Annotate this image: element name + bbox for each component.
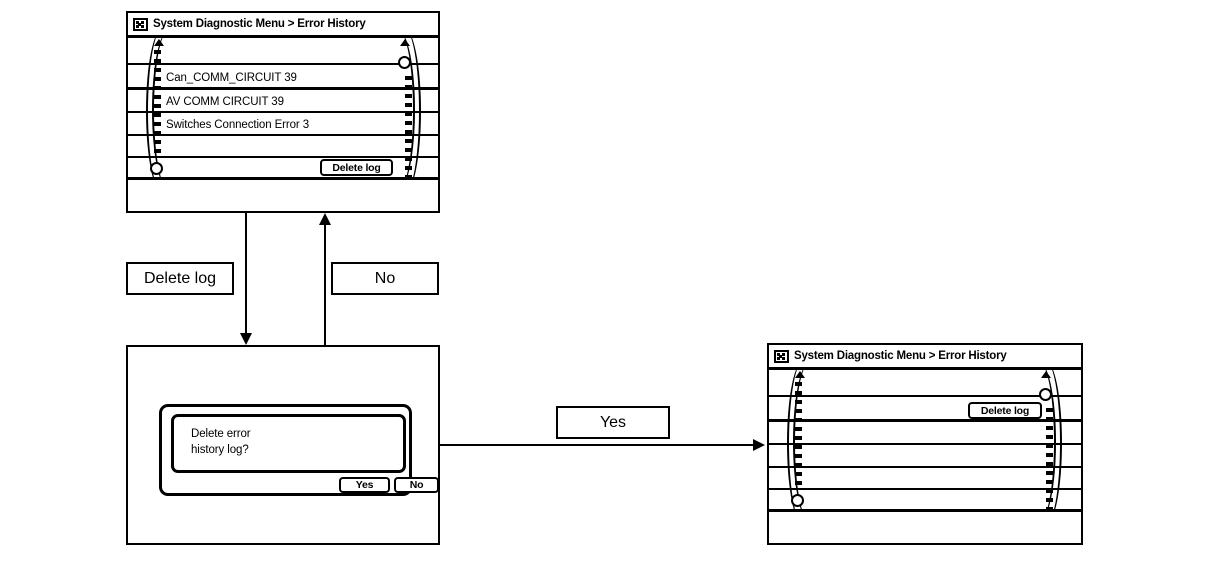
screen-after-title-bar: System Diagnostic Menu > Error History xyxy=(769,345,1081,370)
flow-arrow-yes xyxy=(753,439,765,451)
flow-line-no xyxy=(324,224,326,345)
list-row-divider xyxy=(128,38,438,65)
screen-after-footer xyxy=(769,509,1081,543)
dialog-message-line2: history log? xyxy=(191,444,249,456)
screen-after-list: Delete log xyxy=(769,370,1081,509)
list-item[interactable]: AV COMM CIRCUIT 39 xyxy=(128,90,438,113)
dialog-step-box: Delete error history log? Yes No xyxy=(126,345,440,545)
delete-log-button[interactable]: Delete log xyxy=(968,402,1042,419)
screen-after: System Diagnostic Menu > Error History xyxy=(767,343,1083,545)
list-item-label: Can_COMM_CIRCUIT 39 xyxy=(166,72,297,84)
dialog-yes-button[interactable]: Yes xyxy=(339,477,390,493)
flow-label-no: No xyxy=(331,262,439,295)
display-icon xyxy=(133,17,148,31)
screen-before-list: Can_COMM_CIRCUIT 39 AV COMM CIRCUIT 39 S… xyxy=(128,38,438,177)
flow-line-delete-log xyxy=(245,213,247,335)
list-item[interactable] xyxy=(769,445,1081,468)
delete-log-button[interactable]: Delete log xyxy=(320,159,393,176)
list-item[interactable]: Switches Connection Error 3 xyxy=(128,113,438,136)
dialog-no-button[interactable]: No xyxy=(394,477,439,493)
right-scroll-knob[interactable] xyxy=(1039,388,1052,401)
list-item[interactable] xyxy=(128,136,438,158)
list-item-label: Switches Connection Error 3 xyxy=(166,119,310,131)
list-item[interactable] xyxy=(769,490,1081,509)
left-scroll-knob[interactable] xyxy=(150,162,163,175)
screen-before-title-bar: System Diagnostic Menu > Error History xyxy=(128,13,438,38)
list-item[interactable]: Can_COMM_CIRCUIT 39 xyxy=(128,65,438,90)
list-row-divider xyxy=(769,370,1081,397)
flow-label-yes: Yes xyxy=(556,406,670,439)
screen-after-title: System Diagnostic Menu > Error History xyxy=(794,350,1007,362)
screen-before-footer xyxy=(128,177,438,211)
right-scroll-knob[interactable] xyxy=(398,56,411,69)
flow-label-delete-log: Delete log xyxy=(126,262,234,295)
list-item-label: AV COMM CIRCUIT 39 xyxy=(166,96,284,108)
list-item[interactable] xyxy=(769,468,1081,490)
dialog-message-line1: Delete error xyxy=(191,428,251,440)
left-scroll-knob[interactable] xyxy=(791,494,804,507)
list-item[interactable] xyxy=(769,422,1081,445)
flow-arrow-no xyxy=(319,213,331,225)
confirm-dialog: Delete error history log? Yes No xyxy=(159,404,439,496)
list-item[interactable] xyxy=(769,397,1081,422)
flow-line-yes xyxy=(440,444,757,446)
screen-before: System Diagnostic Menu > Error History C… xyxy=(126,11,440,213)
confirm-dialog-message-panel: Delete error history log? xyxy=(171,414,406,473)
flow-arrow-delete-log xyxy=(240,333,252,345)
display-icon xyxy=(774,349,789,363)
screen-before-title: System Diagnostic Menu > Error History xyxy=(153,18,366,30)
